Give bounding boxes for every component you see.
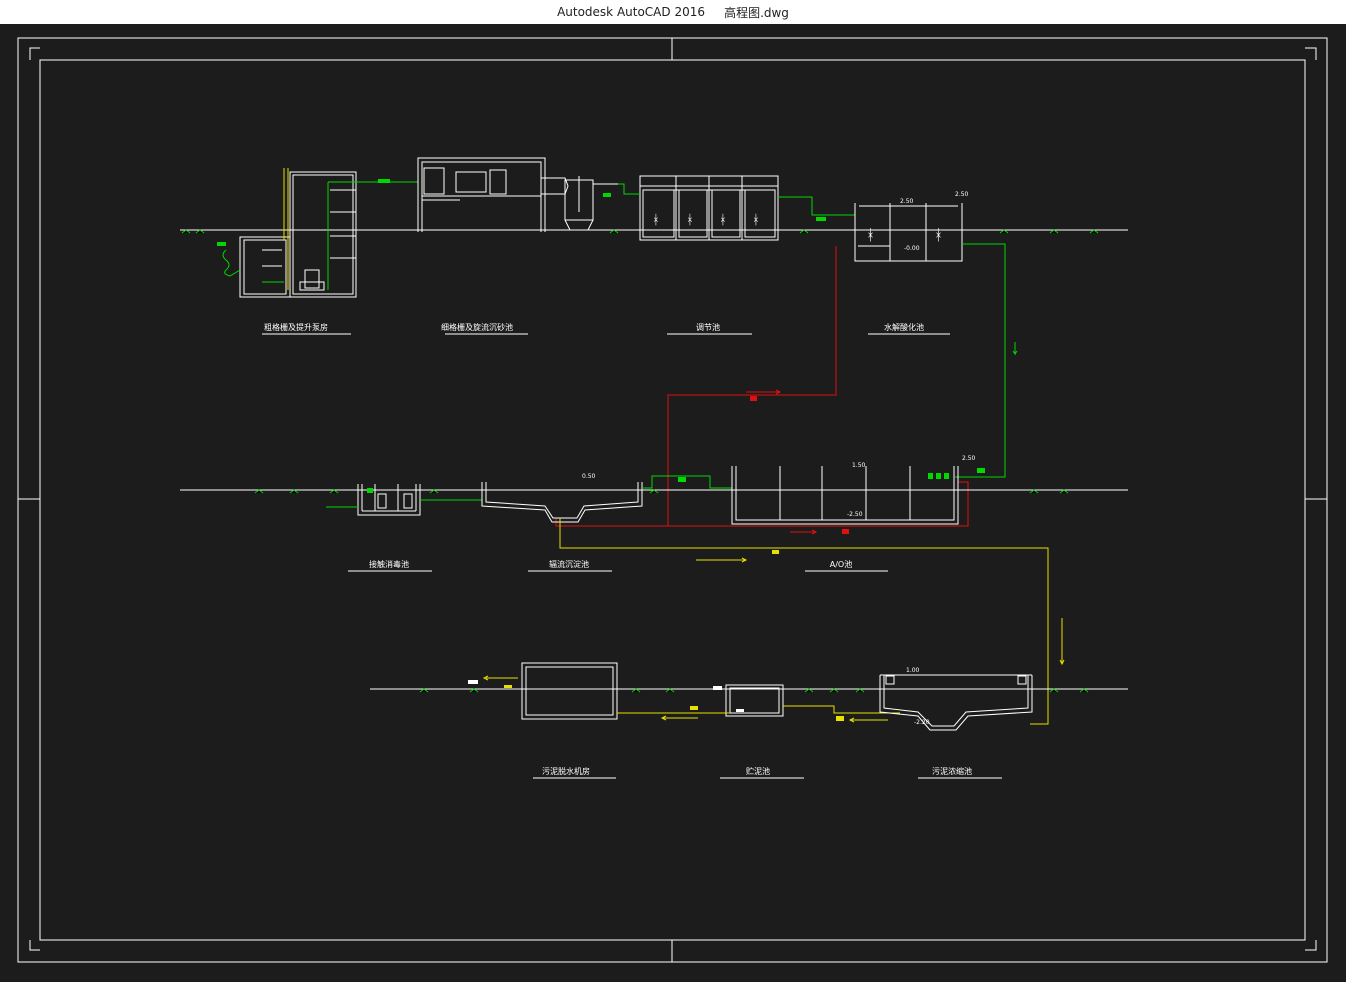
mixer-icons-hydrolysis: ᚼ ᚼ	[866, 226, 943, 244]
svg-text:ᚼ: ᚼ	[686, 213, 694, 228]
elevation-label: 2.50	[900, 198, 914, 205]
label-clarifier: 辐流沉淀池	[549, 559, 589, 569]
label-regulating-tank: 调节池	[696, 322, 720, 332]
cad-drawing: ᚼ ᚼ ᚼ ᚼ ᚼ ᚼ 2.50 2.50 -0.00 粗格栅及提升泵房 细格栅…	[17, 37, 1328, 963]
flow-tag	[690, 706, 698, 710]
hydrolysis-tank-structure	[854, 203, 963, 262]
label-dewatering-house: 污泥脱水机房	[542, 766, 590, 776]
flow-tag	[772, 550, 779, 554]
app-title: Autodesk AutoCAD 2016	[557, 5, 705, 19]
elevation-label: 2.50	[962, 455, 976, 462]
flow-tag	[603, 193, 611, 197]
label-sludge-storage: 贮泥池	[746, 766, 770, 776]
label-disinfection-tank: 接触消毒池	[369, 559, 409, 569]
arrow-yellow	[848, 717, 888, 723]
sludge-line	[559, 518, 1049, 725]
svg-text:ᚼ: ᚼ	[934, 226, 943, 244]
flow-tag	[842, 529, 849, 534]
pipe-to-regulating	[618, 183, 640, 195]
flow-tag	[713, 686, 722, 690]
elevation-label: -0.00	[904, 245, 920, 252]
svg-text:ᚼ: ᚼ	[719, 213, 727, 228]
svg-text:ᚼ: ᚼ	[866, 226, 875, 244]
elevation-label: 2.50	[955, 191, 969, 198]
row3-labels: 污泥脱水机房 贮泥池 污泥浓缩池	[542, 766, 972, 776]
thickener-structure	[879, 674, 1033, 731]
arrow-down-green	[1012, 342, 1018, 356]
flow-tag	[816, 217, 826, 221]
flow-tag	[936, 473, 941, 479]
pipe-hydrolysis-to-ao	[955, 243, 1006, 478]
flow-tag	[736, 709, 744, 712]
file-name: 高程图.dwg	[724, 5, 789, 20]
flow-tag	[378, 179, 390, 183]
flow-tag	[977, 468, 985, 473]
label-ao-tank: A/O池	[830, 559, 852, 569]
elevation-label: 1.00	[906, 667, 920, 674]
arrow-red	[790, 529, 818, 535]
row1-labels: 粗格栅及提升泵房 细格栅及旋流沉砂池 调节池 水解酸化池	[264, 322, 924, 332]
svg-text:ᚼ: ᚼ	[752, 213, 760, 228]
arrow-yellow	[660, 715, 698, 721]
row2-labels: 接触消毒池 辐流沉淀池 A/O池	[369, 559, 852, 569]
label-hydrolysis-tank: 水解酸化池	[884, 322, 924, 332]
return-sludge-branch	[555, 518, 668, 527]
flow-tag	[678, 477, 686, 482]
drawing-canvas[interactable]: ᚼ ᚼ ᚼ ᚼ ᚼ ᚼ 2.50 2.50 -0.00 粗格栅及提升泵房 细格栅…	[0, 24, 1346, 978]
mixer-icons-regulating: ᚼ ᚼ ᚼ ᚼ	[652, 213, 760, 228]
svg-text:ᚼ: ᚼ	[652, 213, 660, 228]
label-coarse-screen: 粗格栅及提升泵房	[264, 322, 328, 332]
regulating-tank-structure	[639, 175, 779, 241]
flow-tag	[750, 396, 757, 401]
elevation-label: 1.50	[852, 462, 866, 469]
pipe-to-hydrolysis	[778, 196, 855, 216]
window-title-bar: Autodesk AutoCAD 2016 高程图.dwg	[0, 0, 1346, 24]
coarse-screen-pump-structure	[239, 171, 357, 298]
clarifier-structure	[481, 482, 643, 523]
arrow-red	[746, 389, 782, 395]
ground-hatch-row3	[419, 688, 1089, 693]
return-sludge-line	[667, 246, 969, 527]
flow-tag	[367, 488, 373, 493]
elevation-label: -2.20	[914, 719, 930, 726]
flow-tag	[504, 685, 512, 688]
elevation-label: 0.50	[582, 473, 596, 480]
dewatering-house-structure	[521, 662, 618, 720]
arrow-yellow	[696, 557, 748, 563]
arrow-down-yellow	[1059, 618, 1065, 666]
ground-hatch-row2	[254, 489, 1069, 494]
drawing-frame	[17, 37, 1328, 963]
ground-hatch-row1	[181, 229, 1099, 234]
label-thickener: 污泥浓缩池	[932, 766, 972, 776]
flow-tag	[944, 473, 949, 479]
elevation-label: -2.50	[847, 511, 863, 518]
coarse-screen-pipes	[222, 168, 418, 290]
flow-tag	[928, 473, 933, 479]
flow-tag	[836, 716, 844, 721]
ao-tank-structure	[731, 466, 959, 525]
flow-tag	[468, 680, 478, 684]
arrow-yellow	[482, 675, 518, 681]
fine-screen-grit-structure	[417, 157, 618, 232]
pipe-ao-to-clarifier	[642, 475, 732, 489]
sludge-storage-structure	[725, 684, 784, 717]
pipe-thickener-to-storage	[783, 705, 900, 714]
label-fine-screen: 细格栅及旋流沉砂池	[441, 322, 513, 332]
flow-tag	[217, 242, 226, 246]
